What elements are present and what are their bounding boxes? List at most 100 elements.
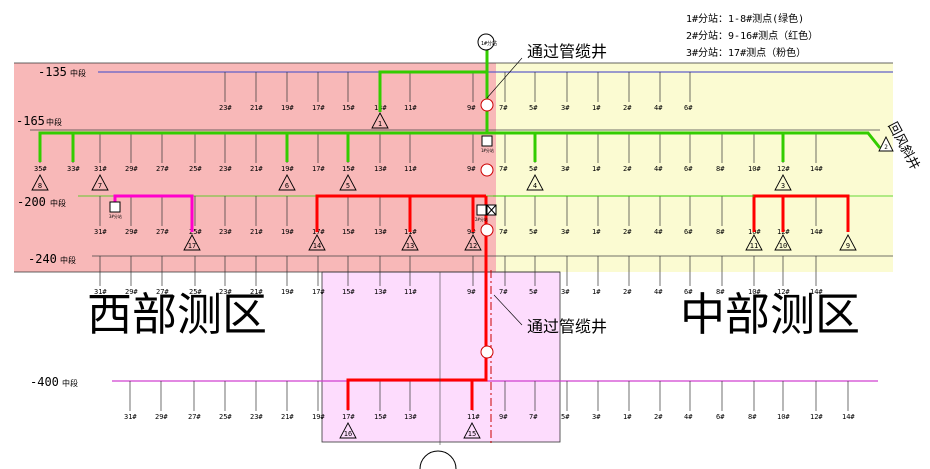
- tick-m400-17: 4#: [684, 381, 693, 421]
- tick-label: 29#: [155, 413, 168, 421]
- svg-text:7: 7: [98, 182, 102, 190]
- svg-text:2#分站: 2#分站: [475, 216, 488, 222]
- tick-m200-12: 7#: [499, 196, 508, 236]
- tick-label: 23#: [219, 288, 232, 296]
- tick-m200-22: 14#: [810, 196, 823, 236]
- tick-label: 1#: [592, 104, 601, 112]
- tick-label: 6#: [684, 104, 693, 112]
- tick-label: 2#: [654, 413, 663, 421]
- tick-m400-1: 29#: [155, 381, 168, 421]
- tick-m400-18: 6#: [716, 381, 725, 421]
- tick-m400-12: 7#: [529, 381, 538, 421]
- tick-m400-11: 9#: [499, 381, 508, 421]
- shaft-arc-icon: [419, 450, 457, 469]
- tick-m400-22: 14#: [842, 381, 855, 421]
- tick-m135-3: 17#: [312, 72, 325, 112]
- tick-label: 17#: [312, 288, 325, 296]
- tick-label: 14#: [842, 413, 855, 421]
- tick-m200-5: 21#: [250, 196, 263, 236]
- tick-label: 3#: [561, 165, 570, 173]
- svg-text:3#分站: 3#分站: [109, 213, 122, 219]
- tick-m200-19: 8#: [716, 196, 725, 236]
- tick-m165-12: 11#: [404, 133, 417, 173]
- tick-label: 11#: [404, 165, 417, 173]
- tick-label: 15#: [342, 104, 355, 112]
- tick-m240-1: 29#: [125, 256, 138, 296]
- tick-label: 7#: [499, 104, 508, 112]
- tick-m240-4: 23#: [219, 256, 232, 296]
- west-zone-title: 西部测区: [87, 288, 267, 341]
- tick-label: 9#: [467, 288, 476, 296]
- tick-label: 3#: [561, 228, 570, 236]
- tick-m135-2: 19#: [281, 72, 294, 112]
- tick-label: 17#: [342, 413, 355, 421]
- tick-label: 6#: [684, 165, 693, 173]
- measuring-point-16: 16: [339, 422, 357, 439]
- lower-zone-area: [321, 271, 561, 443]
- tick-marks: 23#21#19#17#15#13#11#9#7#5#3#1#2#4#6#35#…: [34, 72, 855, 421]
- svg-text:中段: 中段: [62, 378, 78, 388]
- tick-label: 9#: [467, 104, 476, 112]
- tick-label: 2#: [623, 165, 632, 173]
- tick-label: 14#: [810, 288, 823, 296]
- svg-text:1: 1: [378, 120, 382, 128]
- svg-text:17: 17: [188, 242, 196, 250]
- tick-m400-19: 8#: [748, 381, 757, 421]
- tick-label: 5#: [529, 165, 538, 173]
- svg-text:-165: -165: [16, 114, 45, 128]
- tick-label: 19#: [281, 165, 294, 173]
- svg-text:2: 2: [884, 144, 888, 151]
- tick-m200-4: 23#: [219, 196, 232, 236]
- tick-label: 10#: [748, 165, 761, 173]
- tick-m165-17: 1#: [592, 133, 601, 173]
- tick-m240-18: 6#: [684, 256, 693, 296]
- tick-m240-20: 10#: [748, 256, 761, 296]
- tick-label: 4#: [654, 228, 663, 236]
- tick-label: 11#: [404, 288, 417, 296]
- tick-label: 27#: [156, 228, 169, 236]
- west-zone-area: [14, 63, 496, 272]
- tick-label: 23#: [250, 413, 263, 421]
- tick-label: 12#: [777, 165, 790, 173]
- tick-m200-3: 25#: [189, 196, 202, 236]
- substation-boxes: 1#分站 2#分站 3#分站: [109, 135, 497, 222]
- tick-m165-20: 6#: [684, 133, 693, 173]
- tick-m240-13: 5#: [529, 256, 538, 296]
- level-label-200: -200 中段: [17, 195, 66, 209]
- svg-text:4: 4: [533, 182, 537, 190]
- tick-label: 4#: [684, 413, 693, 421]
- tick-m400-16: 2#: [654, 381, 663, 421]
- tick-label: 21#: [250, 228, 263, 236]
- tick-m400-21: 12#: [810, 381, 823, 421]
- tick-m200-18: 6#: [684, 196, 693, 236]
- svg-text:16: 16: [344, 430, 352, 438]
- tick-label: 25#: [189, 228, 202, 236]
- tick-label: 14#: [810, 165, 823, 173]
- tick-m400-20: 10#: [777, 381, 790, 421]
- tick-m400-15: 1#: [623, 381, 632, 421]
- shaft-circles: [480, 98, 494, 359]
- tick-m400-14: 3#: [592, 381, 601, 421]
- tick-m400-9: 13#: [404, 381, 417, 421]
- tick-m135-1: 21#: [250, 72, 263, 112]
- shaft-annotation-upper: 通过管缆井: [527, 42, 607, 61]
- svg-text:5: 5: [346, 182, 350, 190]
- tick-m200-0: 31#: [94, 196, 107, 236]
- measuring-point-11: 11: [745, 234, 763, 251]
- tick-label: 33#: [67, 165, 80, 173]
- tick-label: 21#: [250, 165, 263, 173]
- station-1-icon: [477, 33, 495, 51]
- tick-label: 29#: [125, 165, 138, 173]
- svg-text:1#分站: 1#分站: [481, 147, 494, 153]
- tick-label: 2#: [623, 288, 632, 296]
- tick-m240-19: 8#: [716, 256, 725, 296]
- tick-m400-4: 23#: [250, 381, 263, 421]
- tick-label: 31#: [94, 165, 107, 173]
- tick-label: 3#: [561, 288, 570, 296]
- tick-label: 23#: [219, 228, 232, 236]
- svg-text:6: 6: [285, 182, 289, 190]
- tick-label: 15#: [342, 288, 355, 296]
- tick-label: 7#: [499, 165, 508, 173]
- tick-label: 13#: [374, 165, 387, 173]
